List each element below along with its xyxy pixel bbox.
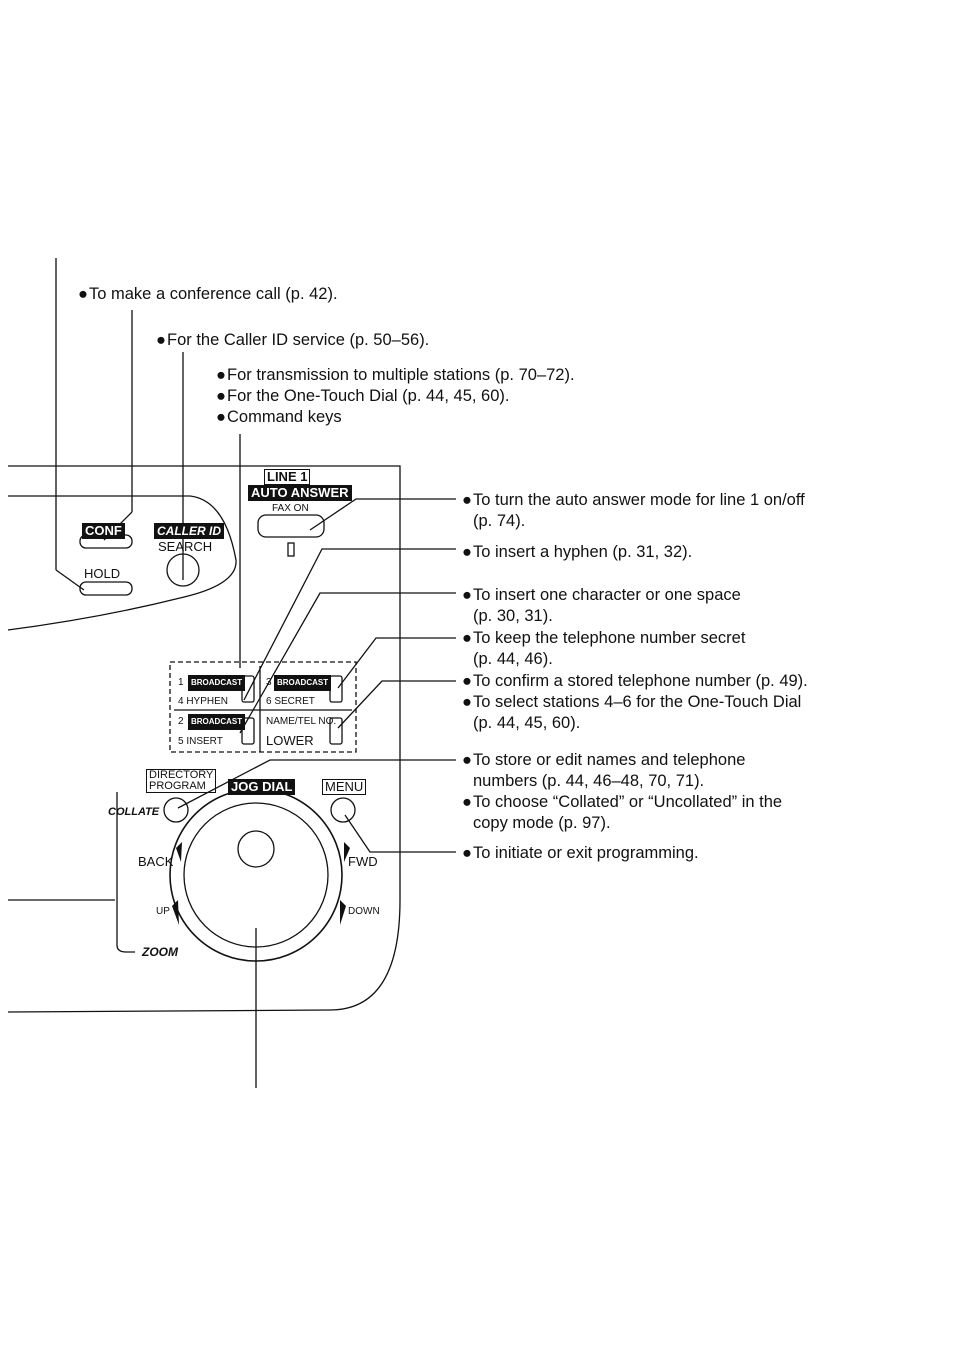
key2-num: 2 (178, 716, 184, 727)
note-lower: ●To select stations 4–6 for the One-Touc… (462, 693, 802, 732)
note-confirm: ●To confirm a stored telephone number (p… (462, 672, 808, 690)
line1-label: LINE 1 (264, 469, 311, 485)
note-collate: ●To choose “Collated” or “Uncollated” in… (462, 793, 783, 832)
note-menu: ●To initiate or exit programming. (462, 844, 699, 862)
key1-tag: BROADCAST (188, 675, 246, 691)
note-command-keys: ●Command keys (216, 408, 342, 426)
key2-sub: 5 INSERT (178, 736, 223, 747)
note-broadcast: ●For transmission to multiple stations (… (216, 366, 575, 384)
jog-dial-label: JOG DIAL (228, 779, 296, 795)
jog-dial-knob (237, 830, 275, 868)
note-one-touch: ●For the One-Touch Dial (p. 44, 45, 60). (216, 387, 510, 405)
up-label: UP (156, 906, 170, 917)
zoom-label: ZOOM (142, 945, 178, 959)
key4-tag: NAME/TEL NO. (266, 716, 337, 727)
conf-label: CONF (82, 523, 125, 539)
down-label: DOWN (348, 906, 380, 917)
key3-num: 3 (266, 677, 272, 688)
search-label: SEARCH (158, 539, 213, 554)
caller-id-label: CALLER ID (154, 523, 224, 539)
key1-num: 1 (178, 677, 184, 688)
note-caller-id: ●For the Caller ID service (p. 50–56). (156, 331, 430, 349)
note-secret: ●To keep the telephone number secret(p. … (462, 629, 746, 668)
note-auto-answer: ●To turn the auto answer mode for line 1… (462, 491, 805, 530)
fwd-label: FWD (348, 854, 378, 869)
key3-tag: BROADCAST (274, 675, 332, 691)
key4-sub: LOWER (266, 733, 314, 748)
menu-label: MENU (322, 779, 367, 795)
note-insert: ●To insert one character or one space(p.… (462, 586, 741, 625)
back-label: BACK (138, 854, 174, 869)
panel-outline (7, 465, 401, 1013)
note-hyphen: ●To insert a hyphen (p. 31, 32). (462, 543, 693, 561)
fax-on-label: FAX ON (272, 503, 309, 514)
collate-label: COLLATE (108, 806, 160, 818)
key1-sub: 4 HYPHEN (178, 696, 229, 707)
jog-dial-inner (183, 802, 329, 948)
panel-inner-edge (7, 495, 237, 631)
key3-sub: 6 SECRET (266, 696, 315, 707)
hold-label: HOLD (84, 566, 121, 581)
key2-tag: BROADCAST (188, 714, 246, 730)
note-conference: ●To make a conference call (p. 42). (78, 285, 338, 303)
auto-answer-label: AUTO ANSWER (248, 485, 352, 501)
